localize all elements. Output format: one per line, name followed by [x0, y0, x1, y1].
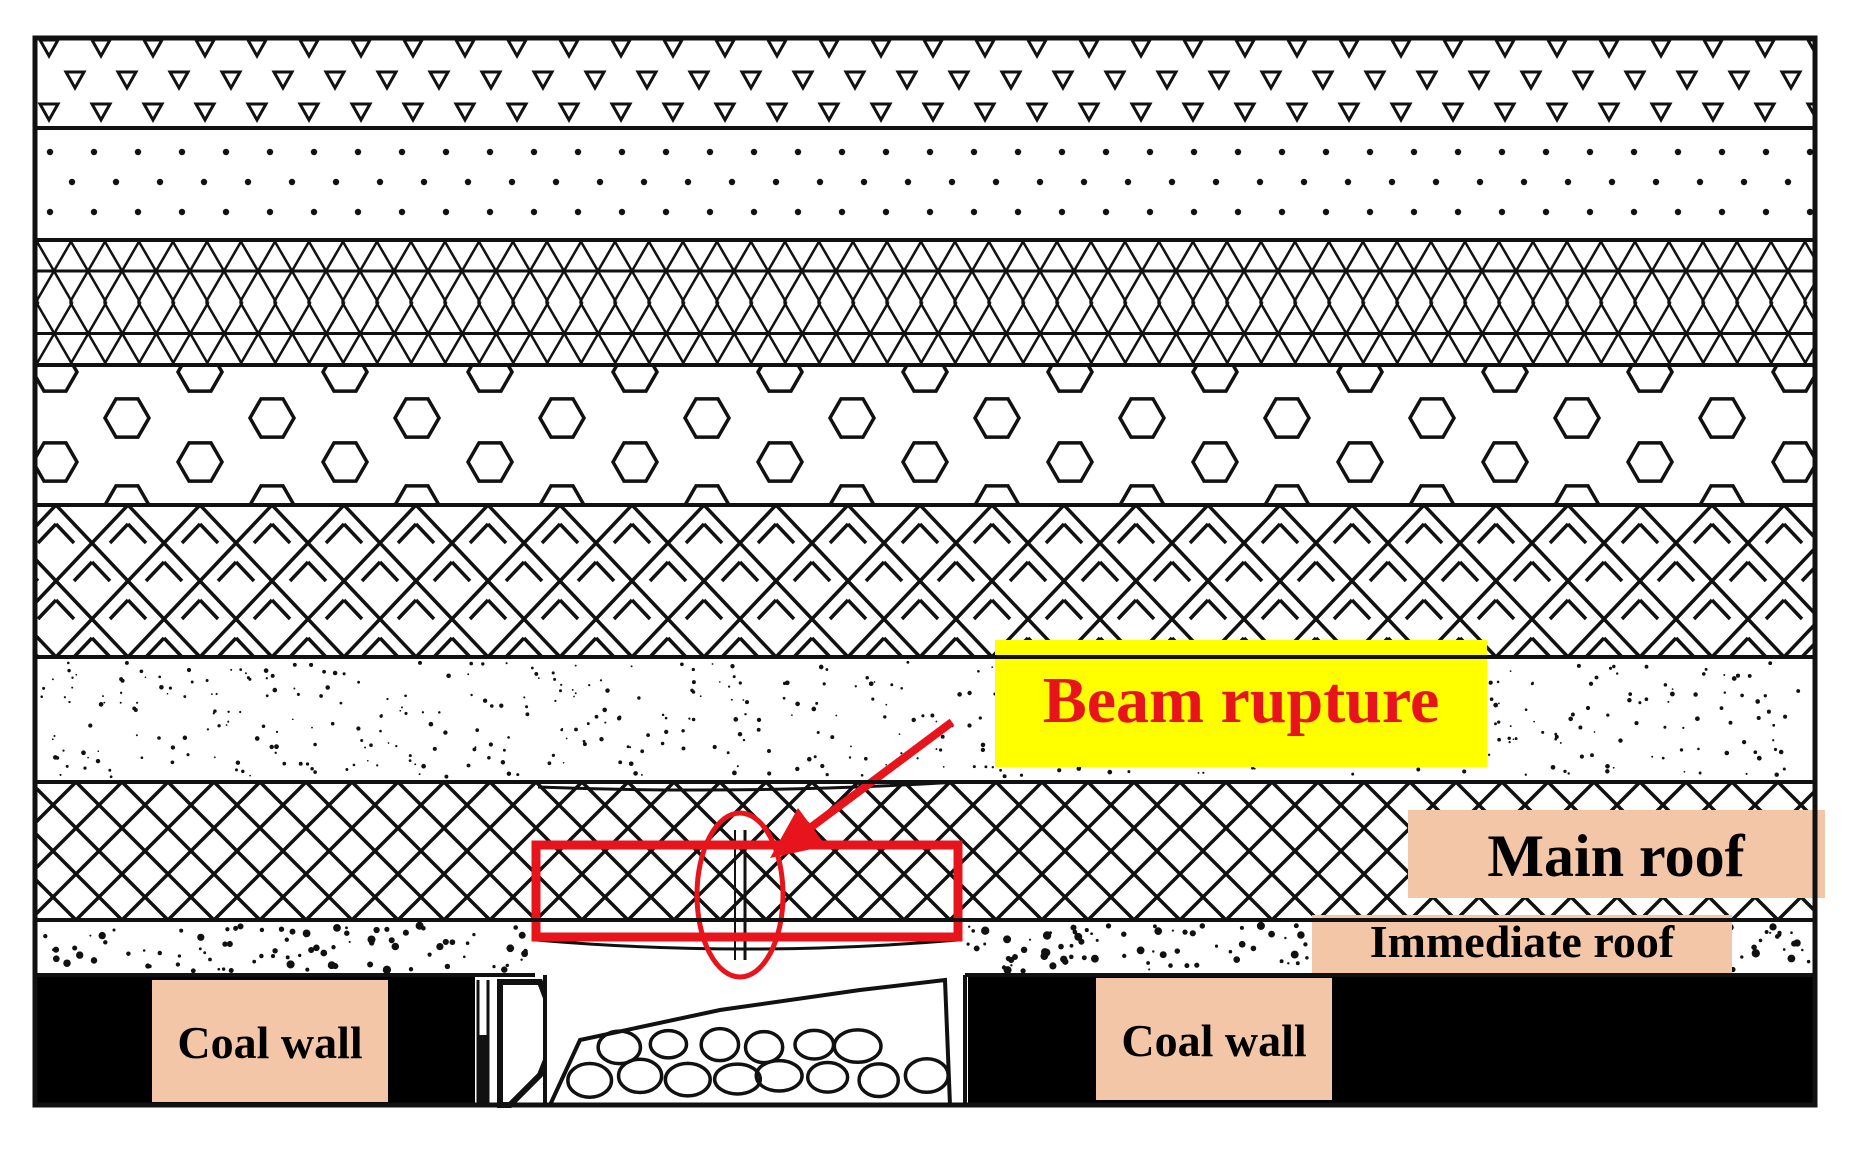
hexagon-stratum [35, 365, 1815, 505]
beam-rupture-label: Beam rupture [1043, 664, 1440, 737]
rupture-arrow-head [770, 808, 826, 858]
coal-wall-right-callout: Coal wall [1096, 978, 1332, 1100]
immediate-roof-label: Immediate roof [1370, 916, 1675, 967]
lattice-stratum [35, 240, 1815, 365]
coal-seam-right [968, 975, 1815, 1105]
main-roof-stratum [35, 782, 1815, 920]
stratum-boundaries [32, 35, 1818, 1108]
rupture-ellipse [694, 810, 786, 980]
herringbone-stratum [35, 505, 1815, 657]
coal-wall-left-callout: Coal wall [152, 980, 388, 1102]
bed-separation-curve [537, 780, 959, 792]
coal-wall-left-label: Coal wall [177, 1017, 362, 1068]
main-roof-callout: Main roof [1408, 810, 1825, 898]
immediate-roof-callout: Immediate roof [1312, 915, 1732, 973]
dotted-stratum [46, 148, 1814, 216]
sandstone-stratum [40, 660, 1801, 779]
beam-rupture-callout: Beam rupture [995, 640, 1487, 767]
main-roof-label: Main roof [1487, 823, 1745, 889]
caved-gob [543, 975, 967, 1107]
highlight-box [531, 840, 963, 942]
rupture-arrow-shaft [807, 718, 955, 832]
gap-curve [535, 938, 959, 951]
coal-wall-right-label: Coal wall [1121, 1015, 1306, 1066]
triangle-stratum [37, 38, 1815, 124]
hydraulic-support [475, 975, 562, 1108]
